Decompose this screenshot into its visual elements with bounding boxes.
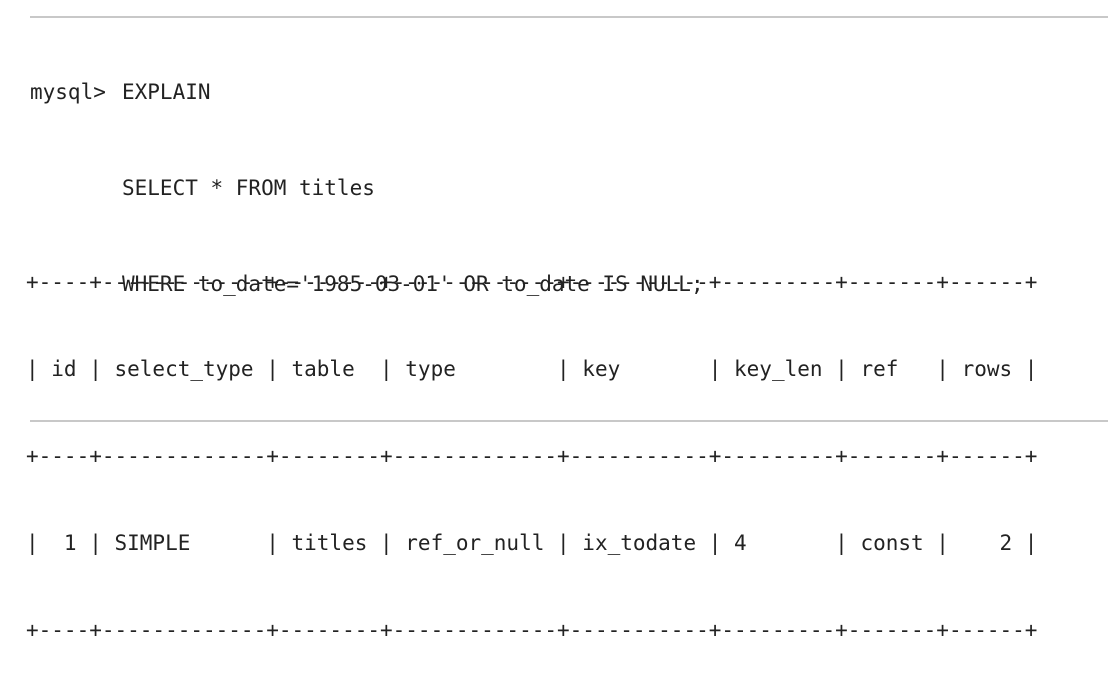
table-border-bottom: +----+-------------+--------+-----------… <box>26 618 1038 642</box>
explain-result-table: +----+-------------+--------+-----------… <box>26 222 1037 681</box>
sql-query: mysql> EXPLAIN SELECT * FROM titles WHERE… <box>30 32 704 344</box>
table-border-mid: +----+-------------+--------+-----------… <box>26 444 1038 468</box>
query-text-where: WHERE to_date='1985-03-01' OR to_date IS… <box>122 272 704 296</box>
table-row: | 1 | SIMPLE | titles | ref_or_null | ix… <box>26 531 1038 555</box>
mysql-prompt: mysql> <box>30 80 106 104</box>
table-border-top: +----+-------------+--------+-----------… <box>26 270 1038 294</box>
query-text-explain: EXPLAIN <box>122 80 211 104</box>
query-line-1: mysql> EXPLAIN <box>30 80 704 104</box>
bottom-divider <box>30 420 1108 422</box>
top-divider <box>30 16 1108 18</box>
query-line-2: SELECT * FROM titles <box>30 176 704 200</box>
query-line-3: WHERE to_date='1985-03-01' OR to_date IS… <box>30 272 704 296</box>
query-text-select: SELECT * FROM titles <box>122 176 375 200</box>
table-header-row: | id | select_type | table | type | key … <box>26 357 1038 381</box>
